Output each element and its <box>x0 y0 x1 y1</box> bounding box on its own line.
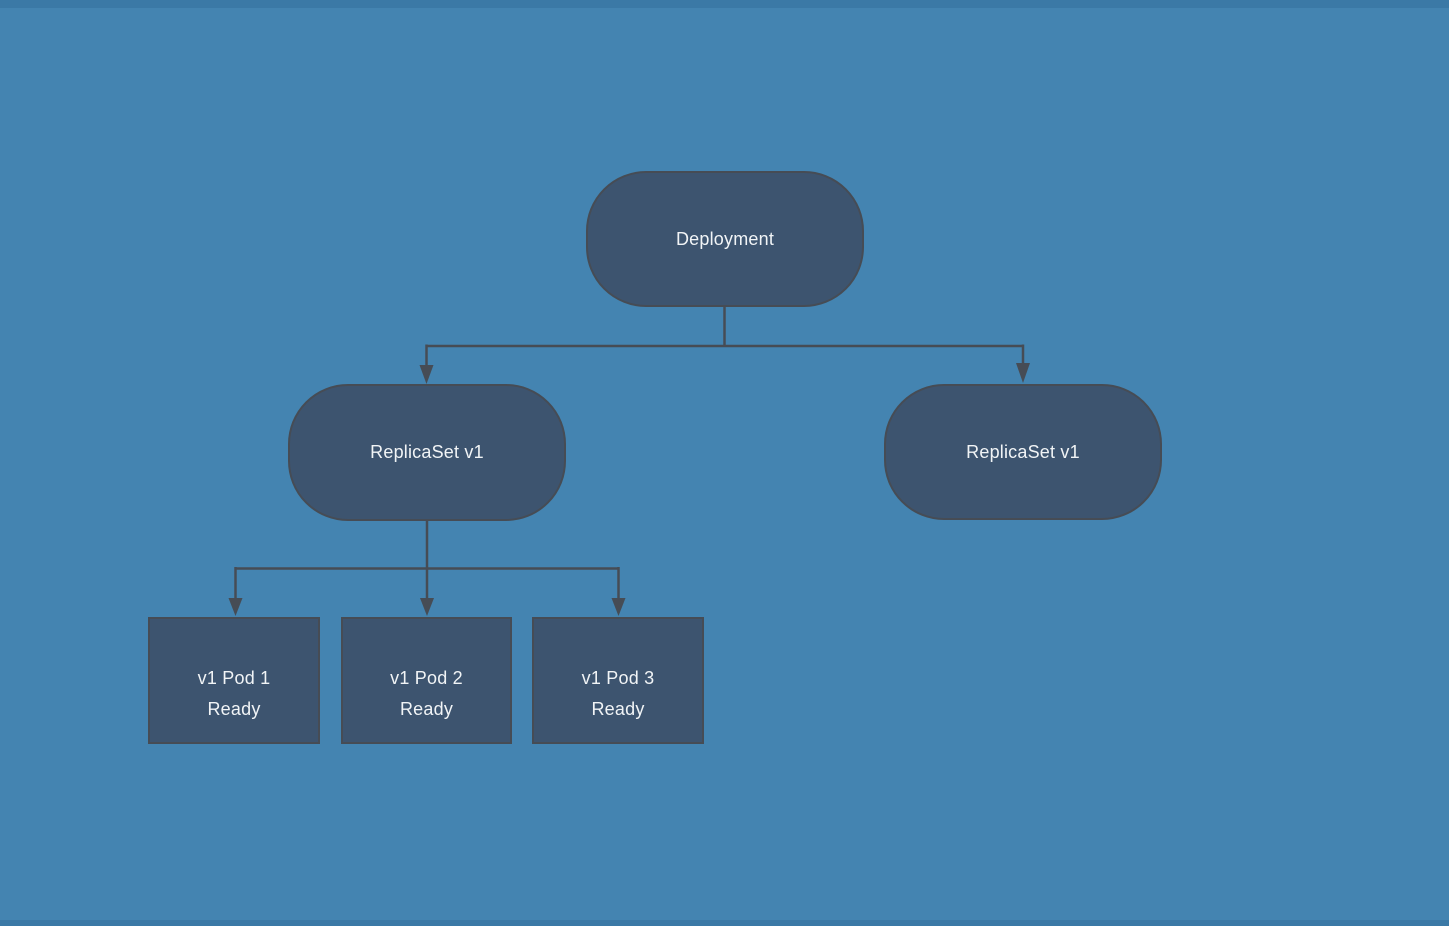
connector-replicaset-to-pods[interactable] <box>228 521 626 616</box>
pod-text: v1 Pod 2 Ready <box>390 663 463 725</box>
pod-text: v1 Pod 1 Ready <box>198 663 271 725</box>
pod-status-label: Ready <box>591 698 645 719</box>
connector-line <box>425 307 1025 365</box>
pod-status-label: Ready <box>207 698 261 719</box>
arrowhead-icon <box>420 598 434 616</box>
pod-node-1[interactable]: v1 Pod 1 Ready <box>148 617 320 744</box>
pod-name-label: v1 Pod 2 <box>390 667 463 688</box>
replicaset-v1-node-left[interactable]: ReplicaSet v1 <box>288 384 566 521</box>
top-edge-strip <box>0 0 1449 8</box>
pod-node-2[interactable]: v1 Pod 2 Ready <box>341 617 512 744</box>
arrowhead-icon <box>419 365 434 384</box>
deployment-node-label: Deployment <box>675 228 775 249</box>
connector-line <box>234 521 620 598</box>
deployment-node[interactable]: Deployment <box>586 171 864 307</box>
replicaset-node-label: ReplicaSet v1 <box>966 441 1080 462</box>
pod-status-label: Ready <box>399 698 454 719</box>
arrowhead-icon <box>1016 363 1030 383</box>
bottom-edge-strip <box>0 920 1449 926</box>
pod-text: v1 Pod 3 Ready <box>582 663 655 725</box>
pod-node-3[interactable]: v1 Pod 3 Ready <box>532 617 704 744</box>
connector-deployment-to-replicasets[interactable] <box>419 307 1031 384</box>
pod-name-label: v1 Pod 1 <box>197 667 271 688</box>
pod-name-label: v1 Pod 3 <box>581 667 655 688</box>
replicaset-node-label: ReplicaSet v1 <box>370 442 484 462</box>
arrowhead-icon <box>228 598 243 616</box>
arrowhead-icon <box>611 598 626 616</box>
replicaset-v1-node-right[interactable]: ReplicaSet v1 <box>884 384 1162 520</box>
